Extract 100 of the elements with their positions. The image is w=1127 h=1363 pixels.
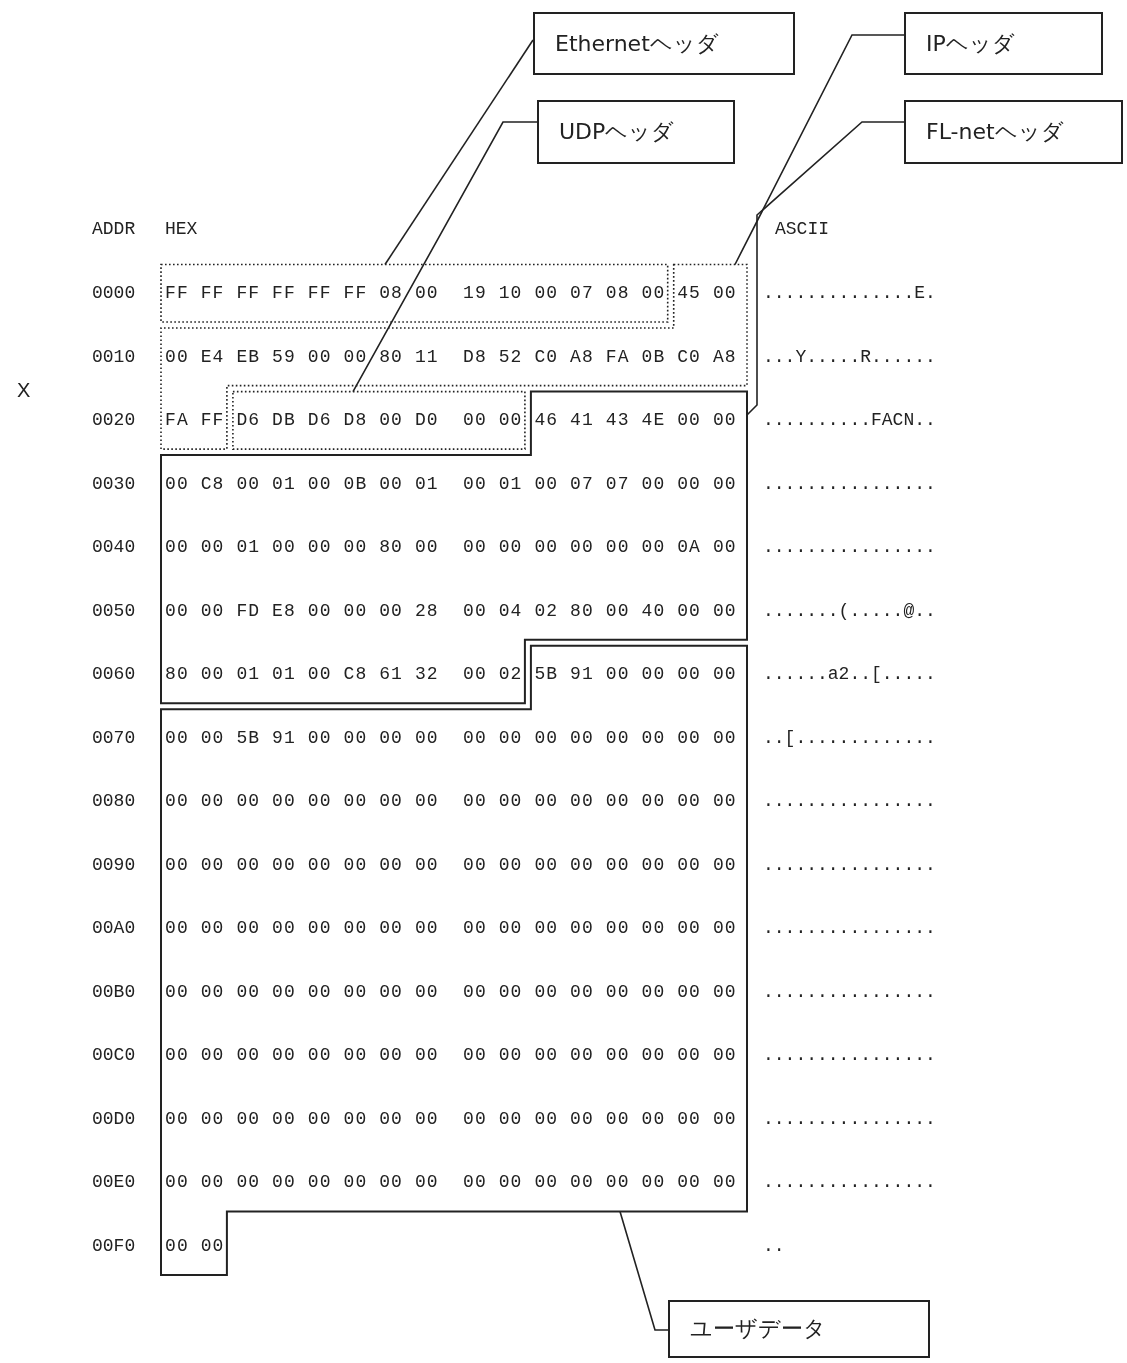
hex-byte: 32 (414, 665, 439, 684)
hex-byte: 00 (570, 855, 594, 874)
hex-byte: 00 (463, 919, 487, 938)
hex-byte: 00 (570, 538, 594, 557)
byte-range-outline (160, 263, 669, 323)
byte-range-outline (160, 644, 748, 1276)
hex-byte: 00 (343, 919, 368, 938)
hex-byte: 00 (534, 728, 559, 747)
hex-byte: 00 (379, 728, 403, 747)
address-label: 0040 (92, 538, 136, 557)
hex-byte: 10 (498, 284, 523, 302)
hex-byte: 00 (712, 474, 737, 493)
ascii-text: ..............E. (763, 284, 936, 302)
hex-byte: 00 (605, 792, 630, 811)
hex-byte: C8 (343, 665, 368, 684)
hex-byte: 00 (343, 1046, 368, 1065)
hex-byte: 00 (165, 1236, 189, 1255)
hex-byte: 01 (236, 665, 261, 684)
hex-byte: 04 (498, 601, 523, 620)
hex-byte: 00 (200, 1109, 225, 1128)
ascii-text: ................ (763, 919, 936, 938)
hex-byte: 00 (307, 1046, 332, 1065)
hex-byte: 00 (677, 665, 701, 684)
address-label: 00A0 (92, 919, 136, 938)
hex-byte: 00 (343, 792, 368, 811)
ascii-text: ................ (763, 474, 936, 493)
hex-byte: 5B (236, 728, 261, 747)
hex-byte: 00 (677, 855, 701, 874)
hex-byte: A8 (570, 347, 594, 366)
hex-byte: 00 (605, 601, 630, 620)
hex-byte: FF (236, 284, 261, 302)
ascii-text: ................ (763, 1046, 936, 1065)
hex-byte: 00 (343, 1173, 368, 1192)
hex-byte: 07 (570, 474, 594, 493)
hex-byte: 00 (236, 1173, 261, 1192)
hex-byte: 00 (677, 919, 701, 938)
hex-byte: 00 (641, 1173, 666, 1192)
hex-byte: 00 (272, 982, 296, 1001)
hex-byte: 00 (307, 474, 332, 493)
hex-byte: 00 (498, 538, 523, 557)
hex-byte: 00 (641, 665, 666, 684)
hex-byte: 00 (343, 982, 368, 1001)
hex-byte: 00 (236, 982, 261, 1001)
hex-byte: 00 (605, 982, 630, 1001)
column-header: ASCII (775, 220, 829, 238)
hex-byte: 08 (605, 284, 630, 302)
address-label: 0030 (92, 474, 136, 493)
hex-byte: 80 (379, 538, 403, 557)
hex-byte: E4 (200, 347, 225, 366)
ascii-text: ................ (763, 855, 936, 874)
hex-byte: 02 (498, 665, 523, 684)
hex-byte: 00 (165, 728, 189, 747)
hex-byte: 41 (570, 411, 594, 430)
callout-text: FL-netヘッダ (926, 118, 1064, 146)
ascii-text: ......a2..[..... (763, 665, 936, 684)
hex-byte: EB (236, 347, 261, 366)
hex-byte: 00 (605, 538, 630, 557)
hex-byte: 00 (463, 665, 487, 684)
hex-byte: A8 (712, 347, 737, 366)
hex-byte: 80 (165, 665, 189, 684)
hex-byte: 00 (379, 1173, 403, 1192)
hex-byte: 01 (272, 474, 296, 493)
hex-byte: 00 (712, 1046, 737, 1065)
hex-byte: 00 (498, 792, 523, 811)
ascii-text: ................ (763, 792, 936, 811)
hex-byte: 00 (463, 411, 487, 430)
hex-byte: 00 (307, 919, 332, 938)
hex-byte: 00 (379, 601, 403, 620)
hex-byte: FA (165, 411, 189, 430)
hex-byte: 00 (307, 728, 332, 747)
hex-byte: 00 (379, 474, 403, 493)
hex-byte: 00 (463, 982, 487, 1001)
address-label: 00D0 (92, 1109, 136, 1128)
hex-byte: C0 (677, 347, 701, 366)
hex-byte: FF (307, 284, 332, 302)
hex-byte: 00 (236, 474, 261, 493)
hex-byte: 00 (414, 919, 439, 938)
hex-byte: 4E (641, 411, 666, 430)
hex-byte: 00 (343, 538, 368, 557)
hex-byte: 00 (498, 855, 523, 874)
hex-byte: 00 (343, 601, 368, 620)
hex-byte: 00 (307, 1109, 332, 1128)
address-label: 00F0 (92, 1236, 136, 1255)
hex-byte: 91 (272, 728, 296, 747)
callout-text: UDPヘッダ (559, 118, 675, 146)
hex-byte: 00 (165, 1173, 189, 1192)
hex-byte: 00 (605, 1109, 630, 1128)
hex-byte: 00 (307, 1173, 332, 1192)
hex-byte: 00 (677, 601, 701, 620)
hex-byte: 00 (236, 792, 261, 811)
callout-box (668, 1300, 930, 1358)
hex-byte: 00 (200, 1236, 225, 1255)
hex-byte: 0A (677, 538, 701, 557)
hex-byte: 00 (712, 665, 737, 684)
hex-byte: 00 (712, 1109, 737, 1128)
hex-byte: 00 (712, 1173, 737, 1192)
hex-byte: 00 (236, 1109, 261, 1128)
hex-byte: 00 (712, 919, 737, 938)
hex-byte: 00 (165, 792, 189, 811)
hex-byte: 61 (379, 665, 403, 684)
